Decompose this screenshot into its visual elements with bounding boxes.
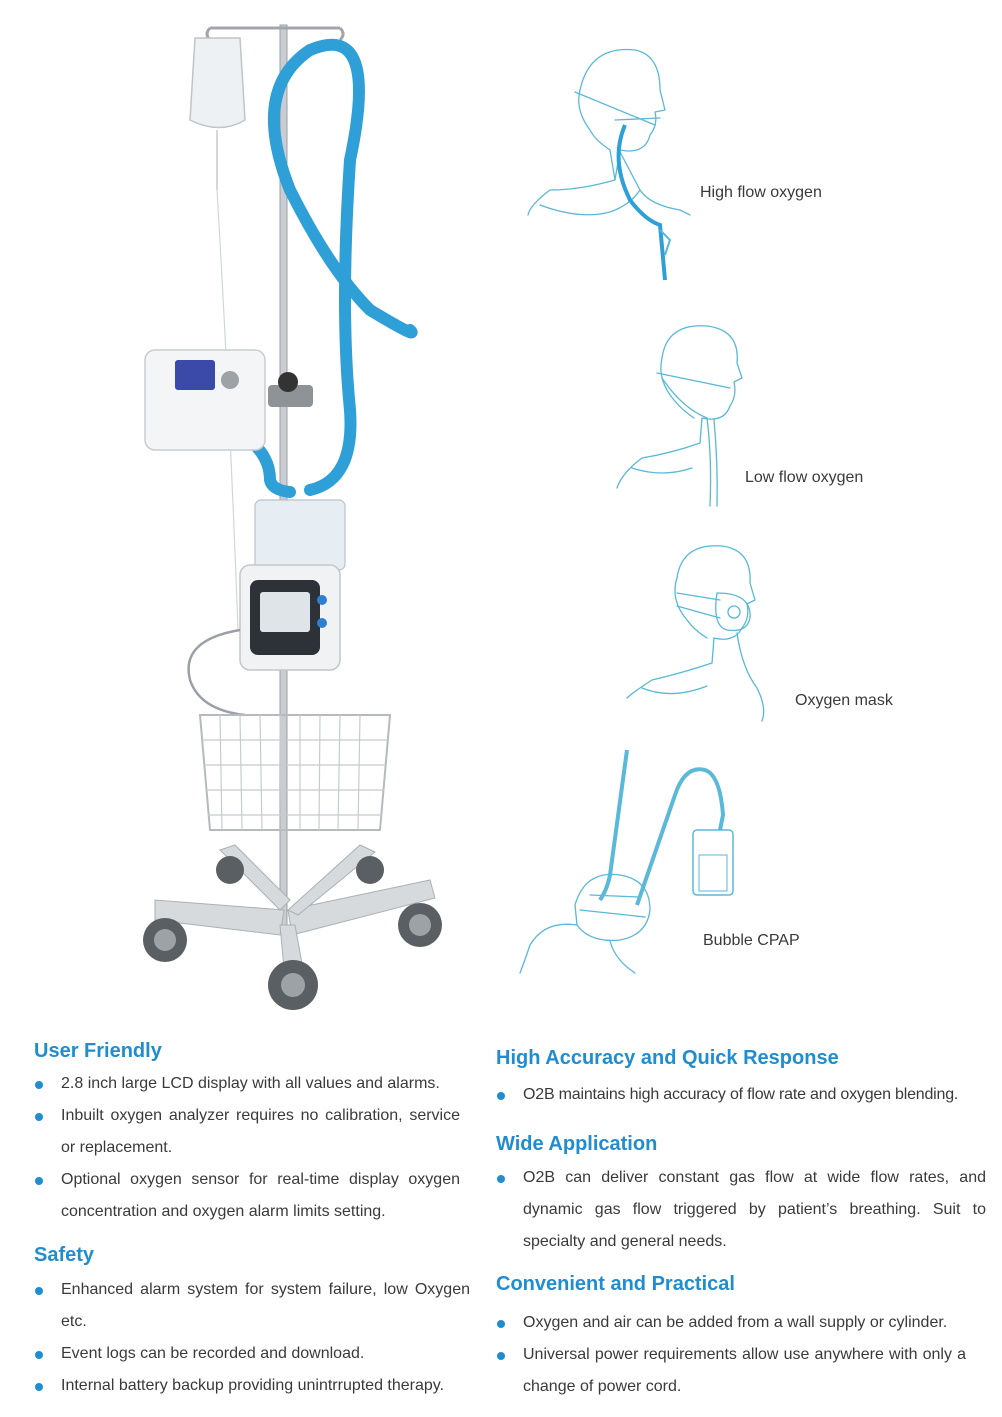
section-title-wide-application: Wide Application (496, 1133, 658, 1155)
diagram-label-bubble-cpap: Bubble CPAP (703, 932, 800, 949)
bullet-icon (497, 1352, 505, 1360)
infant-bubble-cpap-illustration (519, 749, 734, 974)
feature-text: Event logs can be recorded and download. (61, 1345, 365, 1362)
feature-text: 2.8 inch large LCD display with all valu… (61, 1075, 440, 1092)
feature-item: Event logs can be recorded and download. (34, 1338, 470, 1370)
section-title-high-accuracy: High Accuracy and Quick Response (496, 1047, 839, 1069)
feature-text: Enhanced alarm system for system failure… (61, 1281, 470, 1330)
feature-list-high-accuracy: O2B maintains high accuracy of flow rate… (496, 1079, 992, 1111)
feature-list-safety: Enhanced alarm system for system failure… (34, 1274, 470, 1402)
bullet-icon (35, 1351, 43, 1359)
feature-item: Oxygen and air can be added from a wall … (496, 1307, 986, 1339)
feature-item: Universal power requirements allow use a… (496, 1339, 986, 1403)
section-title-convenient: Convenient and Practical (496, 1273, 735, 1295)
diagram-label-oxygen-mask: Oxygen mask (795, 692, 893, 709)
feature-item: Optional oxygen sensor for real-time dis… (34, 1164, 460, 1228)
diagram-low-flow-oxygen (612, 318, 752, 508)
feature-item: Enhanced alarm system for system failure… (34, 1274, 470, 1338)
patient-oxygen-mask-illustration (626, 545, 765, 722)
feature-text: Internal battery backup providing unintr… (61, 1377, 445, 1394)
feature-list-user-friendly: 2.8 inch large LCD display with all valu… (34, 1068, 460, 1228)
feature-list-wide-application: O2B can deliver constant gas flow at wid… (496, 1162, 986, 1258)
bullet-icon (35, 1177, 43, 1185)
product-image (130, 10, 460, 1010)
feature-text: O2B maintains high accuracy of flow rate… (523, 1086, 959, 1103)
diagram-bubble-cpap (515, 745, 745, 975)
high-flow-device-on-stand-illustration (143, 24, 442, 1010)
feature-text: Inbuilt oxygen analyzer requires no cali… (61, 1107, 460, 1156)
section-title-safety: Safety (34, 1244, 95, 1266)
feature-text: O2B can deliver constant gas flow at wid… (523, 1169, 986, 1250)
feature-item: Internal battery backup providing unintr… (34, 1370, 470, 1402)
feature-item: O2B maintains high accuracy of flow rate… (496, 1079, 992, 1111)
diagram-label-high-flow-oxygen: High flow oxygen (700, 184, 822, 201)
feature-item: 2.8 inch large LCD display with all valu… (34, 1068, 460, 1100)
diagram-label-low-flow-oxygen: Low flow oxygen (745, 469, 864, 486)
diagram-high-flow-oxygen (520, 40, 720, 285)
bullet-icon (497, 1175, 505, 1183)
feature-text: Universal power requirements allow use a… (523, 1346, 966, 1395)
feature-item: Inbuilt oxygen analyzer requires no cali… (34, 1100, 460, 1164)
bullet-icon (35, 1287, 43, 1295)
bullet-icon (497, 1092, 505, 1100)
feature-text: Oxygen and air can be added from a wall … (523, 1314, 948, 1331)
feature-text: Optional oxygen sensor for real-time dis… (61, 1171, 460, 1220)
patient-high-flow-cannula-illustration (527, 48, 691, 281)
diagram-oxygen-mask (622, 538, 772, 723)
bullet-icon (497, 1320, 505, 1328)
section-title-user-friendly: User Friendly (34, 1040, 162, 1062)
bullet-icon (35, 1081, 43, 1089)
feature-list-convenient: Oxygen and air can be added from a wall … (496, 1307, 986, 1403)
feature-item: O2B can deliver constant gas flow at wid… (496, 1162, 986, 1258)
bullet-icon (35, 1383, 43, 1391)
patient-nasal-cannula-illustration (616, 325, 743, 507)
bullet-icon (35, 1113, 43, 1121)
